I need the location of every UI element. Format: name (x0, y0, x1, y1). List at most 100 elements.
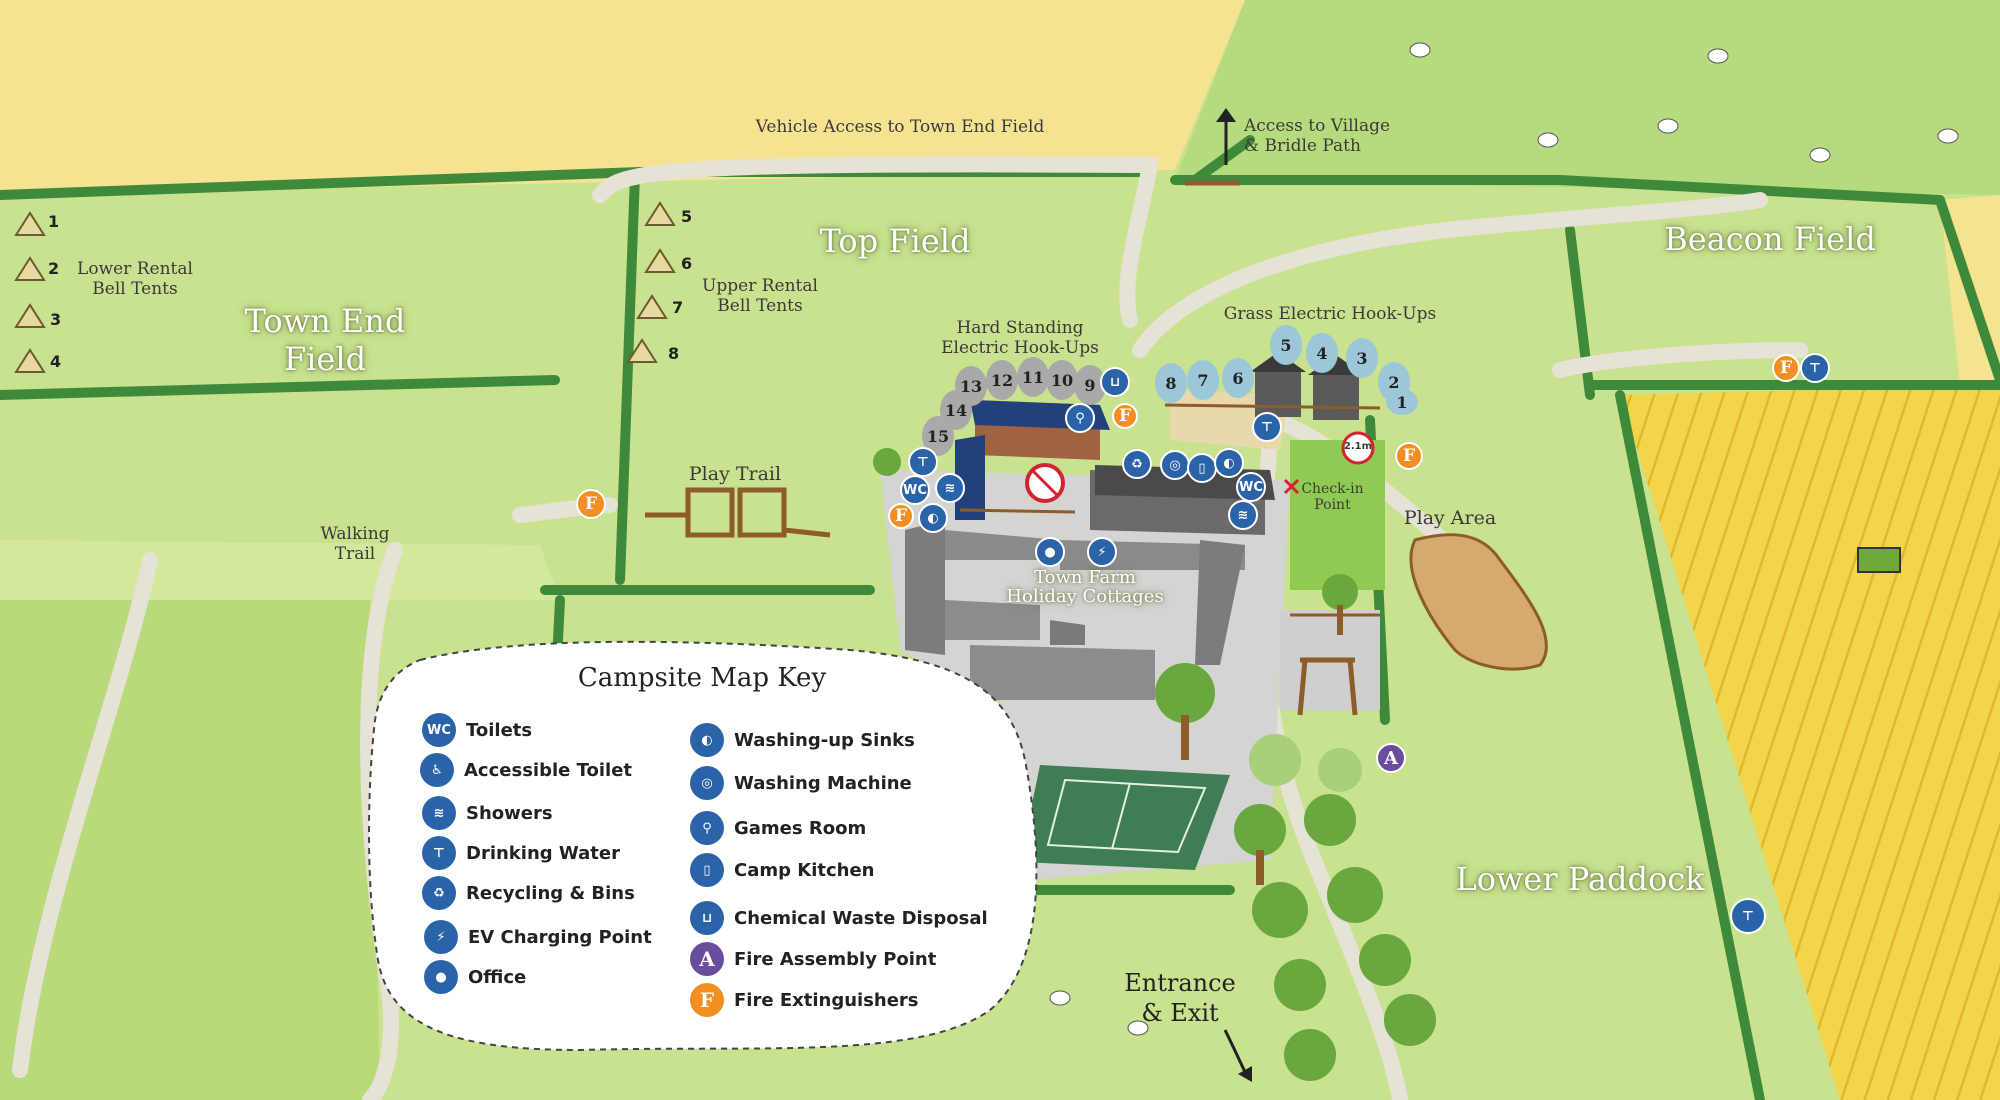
camp-kitchen-icon: ▯ (690, 853, 724, 887)
fire-assembly-point-icon[interactable]: A (1376, 743, 1406, 773)
entrance-label: Entrance & Exit (1124, 969, 1236, 1027)
upper-rental-label: Upper Rental Bell Tents (702, 276, 818, 316)
pitch-grass[interactable]: 4 (1306, 333, 1338, 373)
pitch-hard[interactable]: 14 (940, 390, 972, 430)
check-in-marker (1283, 478, 1300, 495)
fire-extinguisher-icon: F (690, 983, 724, 1017)
fire-extinguisher-icon[interactable]: F (1772, 354, 1800, 382)
fire-extinguisher-icon[interactable]: F (576, 489, 606, 519)
showers-icon: ≋ (422, 796, 456, 830)
ev-charging-icon: ⚡ (424, 920, 458, 954)
games-room-icon: ⚲ (690, 811, 724, 845)
pitch-hard[interactable]: 11 (1017, 357, 1049, 397)
map-key: Campsite Map Key WC Toilets ♿ Accessible… (372, 645, 1032, 1020)
tennis-court (1020, 765, 1230, 870)
lower-rental-label: Lower Rental Bell Tents (77, 259, 193, 299)
toilets-icon[interactable]: WC (1236, 472, 1266, 502)
key-item-washing-machine: ◎ Washing Machine (690, 765, 912, 801)
trees (873, 448, 1436, 1081)
check-in-label: Check-in Point (1301, 481, 1364, 513)
key-item-toilets: WC Toilets (422, 712, 532, 748)
pitch-hard[interactable]: 12 (986, 360, 1018, 400)
showers-icon[interactable]: ≋ (1228, 500, 1258, 530)
key-background (368, 640, 1038, 1052)
grass-electric-label: Grass Electric Hook-Ups (1223, 304, 1437, 324)
top-field-label: Top Field (819, 222, 971, 260)
play-area-label: Play Area (1403, 507, 1497, 529)
tent-number: 3 (50, 310, 62, 329)
key-item-recycling: ♻ Recycling & Bins (422, 875, 635, 911)
green-patch (1290, 440, 1385, 590)
access-village-label: Access to Village & Bridle Path (1244, 116, 1391, 156)
showers-icon[interactable]: ≋ (935, 473, 965, 503)
washing-machine-icon: ◎ (690, 766, 724, 800)
walking-trail-label: Walking Trail (320, 524, 390, 564)
office-icon: ● (424, 960, 458, 994)
recycling-icon[interactable]: ♻ (1122, 449, 1152, 479)
fire-assembly-point-icon: A (690, 942, 724, 976)
sandpit (1409, 533, 1548, 671)
toilets-icon[interactable]: WC (900, 475, 930, 505)
vehicle-access-label: Vehicle Access to Town End Field (755, 117, 1045, 137)
height-limit-sign (1341, 431, 1375, 465)
sheep (1049, 42, 1959, 1036)
key-item-accessible-toilet: ♿ Accessible Toilet (420, 752, 632, 788)
washing-machine-icon[interactable]: ◎ (1160, 450, 1190, 480)
pitch-grass[interactable]: 8 (1155, 363, 1187, 403)
key-item-washing-up-sinks: ◐ Washing-up Sinks (690, 722, 915, 758)
map-key-title: Campsite Map Key (577, 663, 827, 693)
harvester (1857, 547, 1901, 573)
pitch-grass[interactable]: 5 (1270, 325, 1302, 365)
pitch-hard[interactable]: 10 (1046, 360, 1078, 400)
chemical-waste-icon: ⊔ (690, 901, 724, 935)
cottages-label: Town Farm Holiday Cottages (1006, 567, 1164, 607)
ev-charging-icon[interactable]: ⚡ (1087, 537, 1117, 567)
pitch-grass[interactable]: 3 (1346, 338, 1378, 378)
drinking-water-icon[interactable]: ⊤ (1252, 412, 1282, 442)
recycling-icon: ♻ (422, 876, 456, 910)
drinking-water-icon[interactable]: ⊤ (908, 447, 938, 477)
tent-number: 1 (48, 212, 60, 231)
pitch-grass[interactable]: 6 (1222, 358, 1254, 398)
pitch-grass[interactable]: 1 (1386, 389, 1418, 415)
tent-number: 2 (48, 259, 60, 278)
tent-number: 8 (668, 344, 680, 363)
drinking-water-icon: ⊤ (422, 836, 456, 870)
washing-up-sinks-icon: ◐ (690, 723, 724, 757)
play-trail-structures (645, 487, 1358, 716)
key-item-office: ● Office (424, 959, 526, 995)
washing-up-sinks-icon[interactable]: ◐ (918, 503, 948, 533)
drinking-water-icon[interactable]: ⊤ (1800, 353, 1830, 383)
drinking-water-icon[interactable]: ⊤ (1730, 898, 1766, 934)
tent-number: 6 (681, 254, 693, 273)
fire-extinguisher-icon[interactable]: F (1112, 403, 1138, 429)
key-item-games-room: ⚲ Games Room (690, 810, 866, 846)
tent-number: 4 (50, 352, 62, 371)
tent-number: 5 (681, 207, 693, 226)
sheep-field (1175, 0, 2000, 195)
chemical-waste-icon[interactable]: ⊔ (1100, 367, 1130, 397)
key-item-fire-assembly: A Fire Assembly Point (690, 941, 936, 977)
fire-extinguisher-icon[interactable]: F (1395, 442, 1423, 470)
key-item-fire-extinguishers: F Fire Extinguishers (690, 982, 919, 1018)
key-item-showers: ≋ Showers (422, 795, 553, 831)
tent-number: 7 (672, 298, 684, 317)
key-item-drinking-water: ⊤ Drinking Water (422, 835, 620, 871)
accessible-toilet-icon: ♿ (420, 753, 454, 787)
key-item-chemical-waste: ⊔ Chemical Waste Disposal (690, 900, 988, 936)
beacon-field-label: Beacon Field (1664, 220, 1876, 258)
fire-extinguisher-icon[interactable]: F (888, 503, 914, 529)
bell-tents (14, 201, 676, 373)
town-end-field-label: Town End Field (244, 302, 406, 378)
hay-field (0, 0, 1245, 195)
play-trail-label: Play Trail (688, 463, 782, 485)
pitch-grass[interactable]: 7 (1187, 360, 1219, 400)
camp-kitchen-icon[interactable]: ▯ (1187, 453, 1217, 483)
office-icon[interactable]: ● (1035, 537, 1065, 567)
washing-up-sinks-icon[interactable]: ◐ (1214, 448, 1244, 478)
toilets-icon: WC (422, 713, 456, 747)
key-item-camp-kitchen: ▯ Camp Kitchen (690, 852, 875, 888)
games-room-icon[interactable]: ⚲ (1065, 403, 1095, 433)
